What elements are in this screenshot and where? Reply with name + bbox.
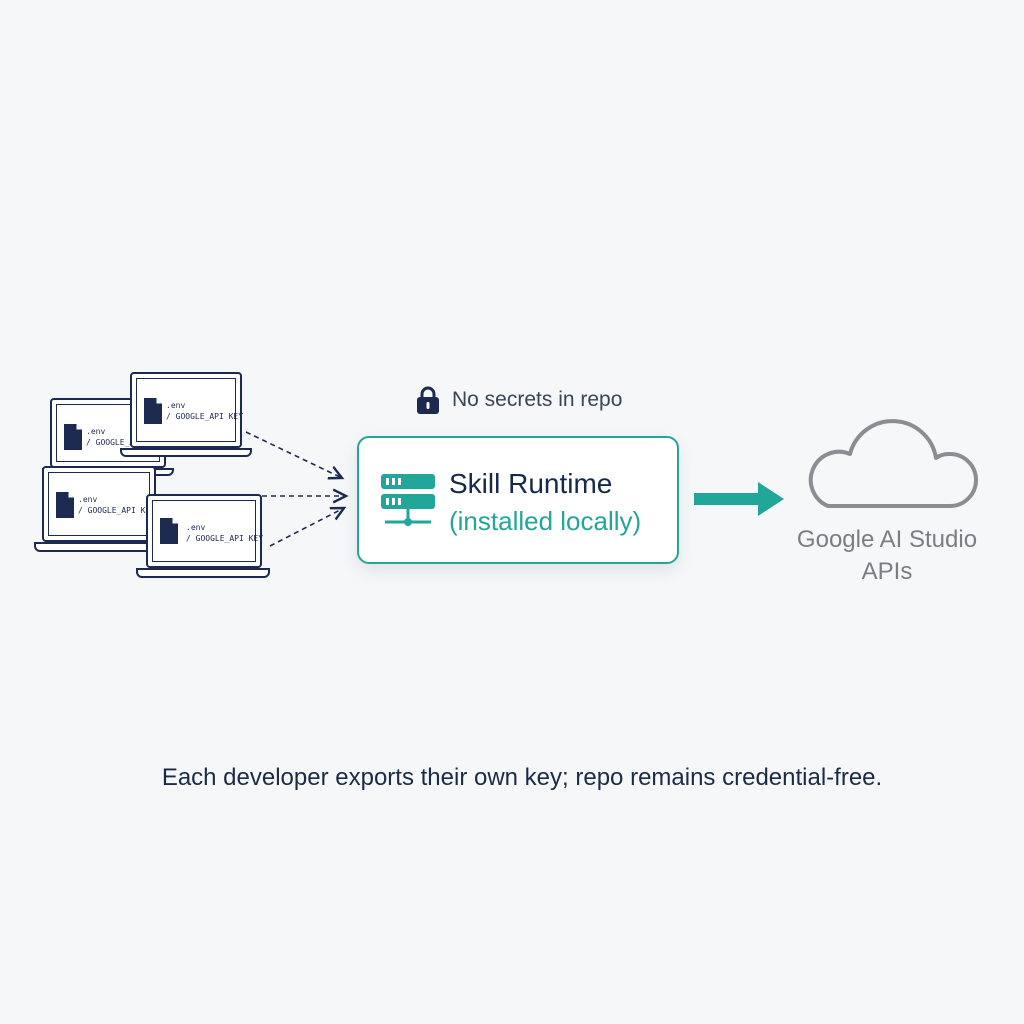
document-icon [144, 398, 162, 424]
cloud-label-line2: APIs [861, 558, 913, 585]
cloud-label-line1: Google AI Studio [796, 526, 978, 553]
laptop-screen: .env / GOOGLE_API KEY [130, 372, 244, 448]
arrow-right-icon [694, 482, 784, 516]
env-key-label: / GOOGLE_APIKEY [86, 438, 159, 447]
laptop-base [136, 568, 270, 578]
laptop-base [120, 448, 252, 457]
dashed-arrow [269, 508, 344, 547]
env-key-label: / GOOGLE_API KEY [186, 534, 264, 543]
lock-icon [417, 386, 439, 414]
document-icon [160, 518, 178, 544]
env-file-label: .env [166, 401, 186, 410]
runtime-subtitle: (installed locally) [449, 506, 642, 536]
server-icon [381, 474, 435, 526]
no-secrets-note: No secrets in repo [414, 385, 622, 415]
env-key-label: / GOOGLE_API KEY [166, 412, 244, 421]
dashed-arrow [245, 431, 342, 478]
cloud-icon [808, 419, 978, 508]
env-file-label: .env [86, 427, 106, 436]
no-secrets-text: No secrets in repo [452, 388, 623, 411]
caption: Each developer exports their own key; re… [161, 764, 883, 791]
laptop-screen: .env / GOOGLE_API KEY [146, 494, 264, 568]
document-icon [56, 492, 74, 518]
document-icon [64, 424, 82, 450]
cloud-label: Google AI Studio APIs [780, 524, 994, 588]
skill-runtime-box: Skill Runtime (installed locally) [357, 436, 679, 564]
runtime-title: Skill Runtime [449, 468, 613, 499]
env-file-label: .env [186, 523, 206, 532]
env-key-label: / GOOGLE_API KEY [78, 506, 156, 515]
env-file-label: .env [78, 495, 98, 504]
